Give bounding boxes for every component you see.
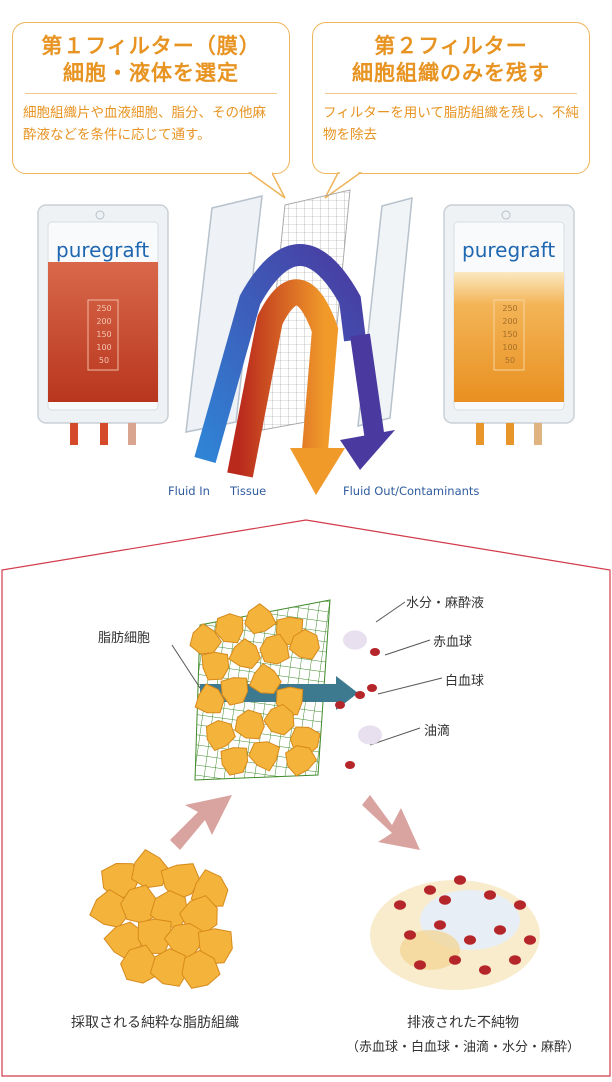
red-blood-cell	[355, 691, 365, 699]
red-blood-cells-label: 赤血球	[433, 635, 473, 650]
fluid-out-arrowhead	[340, 430, 395, 470]
impurities-caption-line2: （赤血球・白血球・油滴・水分・麻酔）	[345, 1040, 580, 1055]
fat-cell	[194, 683, 225, 714]
impurity-red-cell	[414, 960, 426, 970]
tissue-label: Tissue	[230, 484, 267, 498]
fat-cell	[201, 651, 230, 681]
fat-cell	[220, 747, 249, 776]
white-blood-cells-label: 白血球	[445, 674, 485, 689]
white-blood-cell	[358, 725, 382, 745]
impurity-red-cell	[524, 935, 536, 945]
water-anesthetic-label: 水分・麻酔液	[406, 596, 485, 611]
left-bag-scale: 250 200 150 100 50	[90, 302, 118, 367]
left-bag	[37, 204, 169, 445]
scale-mark: 200	[96, 317, 112, 326]
right-bag	[443, 204, 575, 445]
fat-cell	[248, 662, 282, 695]
impurity-red-cell	[439, 895, 451, 905]
fat-cell	[205, 719, 236, 752]
red-blood-cell	[345, 761, 355, 769]
scale-mark: 200	[502, 317, 518, 326]
impurity-red-cell	[434, 920, 446, 930]
impurity-red-cell	[494, 925, 506, 935]
scale-mark: 100	[502, 343, 518, 352]
filter-membrane-panel	[185, 195, 263, 433]
fat-cell	[285, 745, 318, 777]
impurities-caption-line1: 排液された不純物	[407, 1015, 519, 1031]
fat-cell	[189, 623, 223, 655]
impurity-red-cell	[424, 885, 436, 895]
filter1-body: 細胞組織片や血液細胞、脂分、その他麻酔液などを条件に応じて通す。	[23, 105, 266, 143]
scale-mark: 50	[98, 356, 110, 365]
scale-mark: 150	[96, 330, 112, 339]
pure-fat-cell	[181, 949, 221, 989]
red-blood-cell	[370, 648, 380, 656]
impurity-red-cell	[449, 955, 461, 965]
fat-cell	[288, 628, 320, 660]
pure-fat-cell	[131, 849, 170, 889]
filter1-title-line2: 細胞・液体を選定	[63, 61, 239, 85]
filter2-callout: 第２フィルター 細胞組織のみを残す フィルターを用いて脂肪組織を残し、不純物を除…	[312, 22, 590, 174]
impurity-red-cell	[514, 900, 526, 910]
left-bag-brand: puregraft	[56, 238, 150, 262]
pure-fat-cell	[149, 948, 189, 987]
scale-mark: 50	[504, 356, 516, 365]
down-right-arrow	[362, 795, 420, 850]
fluid-out-label: Fluid Out/Contaminants	[343, 484, 480, 498]
tissue-flow-arrow	[227, 279, 339, 478]
impurity-red-cell	[394, 900, 406, 910]
down-left-arrow	[170, 795, 232, 850]
filter1-callout: 第１フィルター（膜） 細胞・液体を選定 細胞組織片や血液細胞、脂分、その他麻酔液…	[12, 22, 290, 174]
filter1-title-line1: 第１フィルター（膜）	[41, 34, 261, 58]
fat-cell	[214, 613, 244, 644]
fat-cell	[263, 703, 295, 736]
right-bag-scale: 250 200 150 100 50	[496, 302, 524, 367]
scale-mark: 250	[96, 304, 112, 313]
pure-fat-caption: 採取される純粋な脂肪組織	[71, 1015, 239, 1031]
impurity-red-cell	[404, 930, 416, 940]
filter1-divider	[25, 93, 277, 94]
impurity-red-cell	[454, 875, 466, 885]
scale-mark: 150	[502, 330, 518, 339]
fat-cell	[244, 603, 277, 635]
red-blood-cell	[335, 701, 345, 709]
filter2-title-line1: 第２フィルター	[374, 34, 528, 58]
fat-cell	[220, 677, 249, 706]
impurity-red-cell	[509, 955, 521, 965]
tissue-arrowhead	[290, 448, 345, 495]
detail-frame	[1, 519, 611, 1077]
filter2-title-line2: 細胞組織のみを残す	[352, 61, 550, 85]
red-blood-cell	[367, 684, 377, 692]
filter2-body: フィルターを用いて脂肪組織を残し、不純物を除去	[323, 105, 579, 143]
fat-cell	[248, 741, 281, 772]
scale-mark: 100	[96, 343, 112, 352]
white-blood-cell	[343, 630, 367, 650]
fat-cell	[259, 633, 290, 665]
impurity-red-cell	[464, 935, 476, 945]
filter2-divider	[325, 93, 577, 94]
fat-cell	[228, 638, 261, 669]
fluid-flow-arrow	[194, 244, 366, 463]
fluid-in-label: Fluid In	[168, 484, 210, 498]
fat-cells-label: 脂肪細胞	[98, 631, 151, 646]
impurity-red-cell	[479, 965, 491, 975]
scale-mark: 250	[502, 304, 518, 313]
oil-droplets-label: 油滴	[424, 724, 451, 739]
fat-cell	[234, 709, 265, 740]
impurities-cluster	[370, 880, 540, 990]
impurity-red-cell	[484, 890, 496, 900]
pure-fat-cell	[190, 869, 229, 907]
right-bag-brand: puregraft	[462, 238, 556, 262]
